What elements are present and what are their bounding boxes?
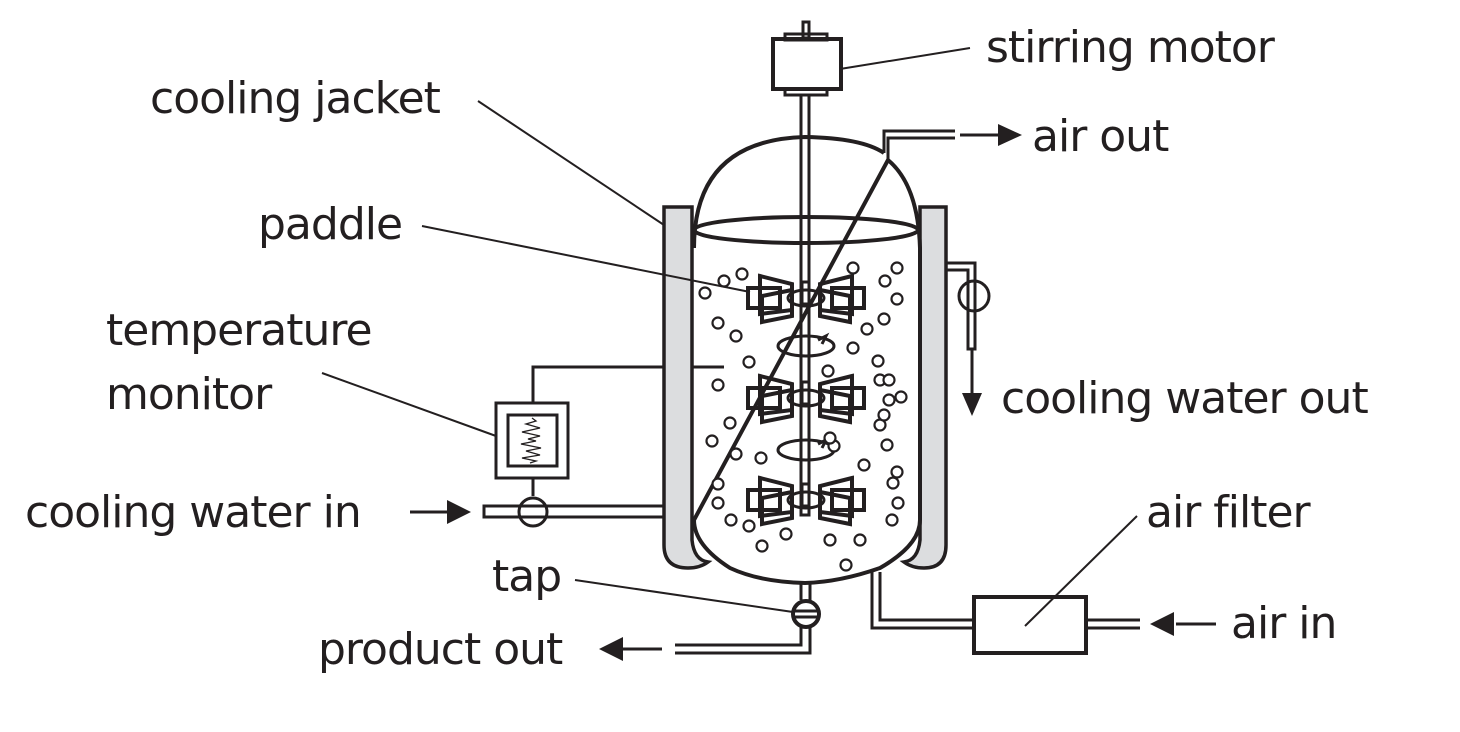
air-bubble <box>705 434 719 448</box>
vessel <box>691 134 922 586</box>
label-air-out: air out <box>1032 111 1169 162</box>
tap <box>599 583 821 661</box>
air-bubble <box>711 378 725 392</box>
air-bubble <box>846 341 860 355</box>
rotation-arrow-icon <box>776 436 836 462</box>
cooling-water-in-pipe <box>410 496 664 528</box>
cooling-jacket <box>662 205 948 570</box>
cooling-water-in-arrow-icon <box>447 500 471 524</box>
air-bubble <box>860 322 874 336</box>
air-bubble <box>890 292 904 306</box>
air-bubble <box>821 364 835 378</box>
air-bubble <box>886 476 900 490</box>
label-air-filter: air filter <box>1146 487 1312 538</box>
air-bubble <box>711 316 725 330</box>
label-cooling-jacket: cooling jacket <box>150 73 441 124</box>
air-bubbles <box>698 261 908 572</box>
air-bubble <box>823 533 837 547</box>
label-paddle: paddle <box>258 199 402 250</box>
label-product-out: product out <box>318 624 563 675</box>
air-bubble <box>882 373 896 387</box>
air-bubble <box>853 533 867 547</box>
air-bubble <box>890 261 904 275</box>
air-bubble <box>885 513 899 527</box>
label-stirring-motor: stirring motor <box>986 22 1276 73</box>
leader-stirring-motor <box>839 47 971 70</box>
label-monitor: monitor <box>106 369 273 420</box>
air-bubble <box>779 527 793 541</box>
air-bubble <box>698 286 712 300</box>
rotation-arrow-icon <box>776 332 836 358</box>
air-bubble <box>878 274 892 288</box>
air-bubble <box>755 539 769 553</box>
air-bubble <box>711 496 725 510</box>
cooling-water-out-arrow-icon <box>962 393 982 416</box>
air-bubble <box>823 431 837 445</box>
label-temperature: temperature <box>106 305 372 356</box>
air-bubble <box>729 447 743 461</box>
leader-tap <box>574 579 794 613</box>
air-bubble <box>724 513 738 527</box>
air-bubble <box>839 558 853 572</box>
label-air-in: air in <box>1231 598 1336 649</box>
air-bubble <box>717 274 731 288</box>
cooling-jacket-right <box>899 205 948 570</box>
cooling-jacket-left <box>662 205 713 570</box>
leader-air-filter <box>1024 515 1138 627</box>
leader-paddle <box>421 225 751 293</box>
labels: stirring motor cooling jacket air out pa… <box>25 22 1369 675</box>
air-out-arrow-icon <box>998 124 1022 146</box>
air-bubble <box>857 458 871 472</box>
air-bubble <box>890 465 904 479</box>
air-bubble <box>729 329 743 343</box>
leader-lines <box>321 47 1138 627</box>
leader-temperature-monitor <box>321 372 497 437</box>
cooling-water-out-pipe <box>946 261 991 416</box>
paddle <box>746 273 866 325</box>
air-bubble <box>880 438 894 452</box>
paddle <box>746 475 866 527</box>
air-bubble <box>894 390 908 404</box>
air-bubble <box>723 416 737 430</box>
air-bubble <box>735 267 749 281</box>
air-bubble <box>877 312 891 326</box>
label-cooling-water-out: cooling water out <box>1001 373 1368 424</box>
air-bubble <box>846 261 860 275</box>
paddle <box>746 373 866 425</box>
air-filter <box>870 572 1216 655</box>
temperature-monitor <box>494 365 724 496</box>
air-bubble <box>754 451 768 465</box>
leader-cooling-jacket <box>477 100 665 226</box>
air-bubble <box>891 496 905 510</box>
air-bubble <box>882 393 896 407</box>
air-bubble <box>711 477 725 491</box>
air-bubble <box>742 355 756 369</box>
air-bubble <box>877 408 891 422</box>
air-in-arrow-icon <box>1150 612 1174 636</box>
label-cooling-water-in: cooling water in <box>25 487 361 538</box>
paddles <box>746 273 866 527</box>
product-out-arrow-icon <box>599 637 623 661</box>
air-bubble <box>871 354 885 368</box>
liquid-surface <box>692 215 920 245</box>
label-tap: tap <box>492 551 561 602</box>
air-bubble <box>742 519 756 533</box>
air-out-pipe <box>882 124 1022 160</box>
